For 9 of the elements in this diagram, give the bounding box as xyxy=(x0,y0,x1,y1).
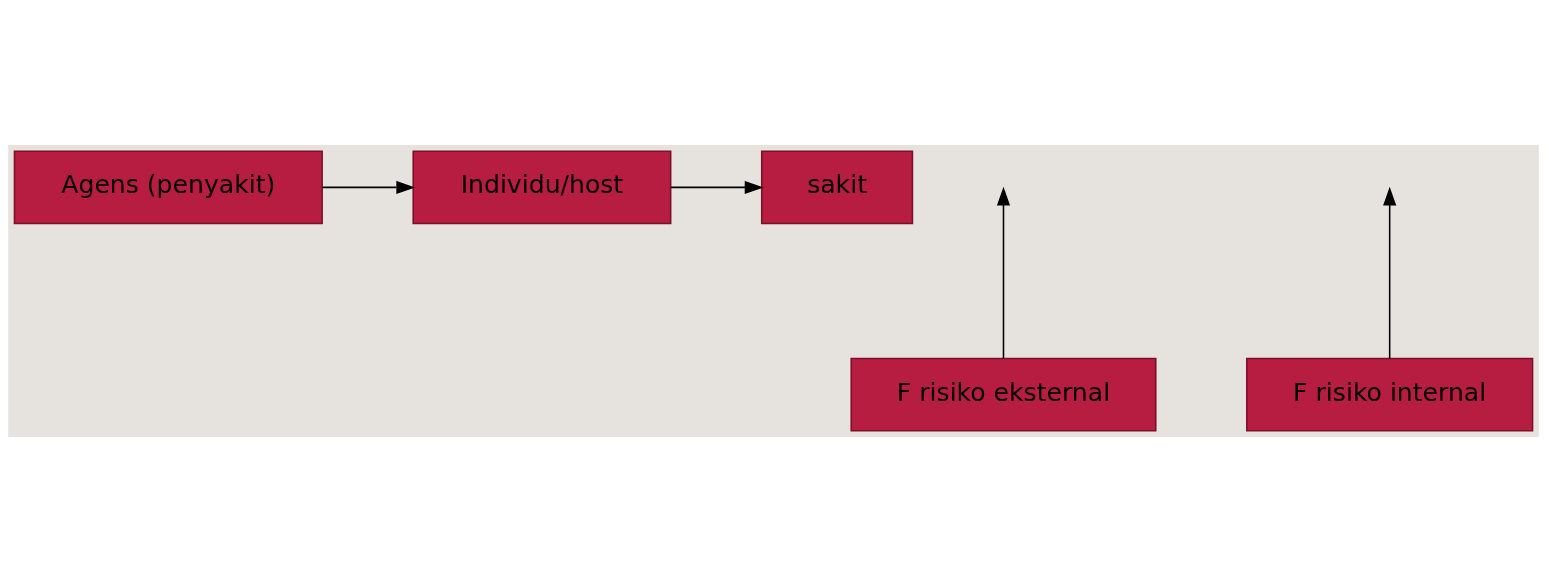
arrow xyxy=(1383,186,1397,360)
node-box: Individu/host xyxy=(412,150,672,225)
arrow xyxy=(996,186,1011,360)
node-box: F risiko internal xyxy=(1246,357,1534,432)
node-box: sakit xyxy=(760,150,914,225)
arrow xyxy=(670,180,764,194)
arrow xyxy=(321,180,416,194)
node-box: Agens (penyakit) xyxy=(13,150,323,225)
node-box: F risiko eksternal xyxy=(850,357,1157,432)
